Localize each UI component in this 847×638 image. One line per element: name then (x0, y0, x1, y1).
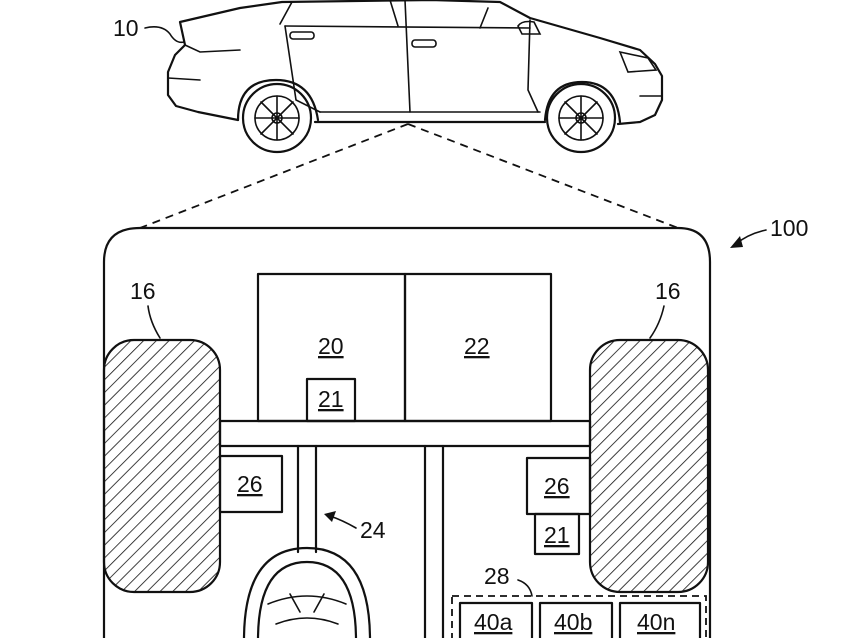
trunk-line (184, 44, 241, 53)
car-door-line (404, 0, 411, 113)
leader-vehicle (144, 26, 185, 44)
rear-door-handle (289, 31, 315, 40)
axle-bar (218, 419, 592, 448)
arrowhead-steering (324, 511, 336, 522)
module-40n (618, 601, 702, 638)
rear-spokes (254, 95, 300, 141)
label-wheel-left: 16 (130, 278, 156, 304)
projection-lines (139, 123, 679, 229)
car-rear-door-back (284, 25, 321, 113)
steering-column (296, 444, 318, 554)
chassis-outline (102, 226, 712, 638)
front-spokes (558, 95, 604, 141)
leader-steering (329, 515, 357, 529)
rear-tire (241, 82, 313, 154)
car-window-pillar (389, 0, 399, 27)
center-rails (423, 444, 445, 638)
label-system: 100 (770, 215, 808, 241)
steering-wheel (242, 546, 372, 638)
label-box-20: 20 (318, 333, 344, 359)
leader-group (517, 579, 533, 597)
box-26-left (218, 454, 284, 514)
label-module-40n: 40n (637, 609, 675, 635)
front-tire (545, 82, 617, 154)
front-door-handle (411, 39, 437, 48)
side-mirror (517, 20, 542, 35)
car-illustration (166, 0, 664, 154)
leader-wheel-left (147, 305, 161, 339)
leader-wheel-right (649, 305, 665, 339)
wheel-right (588, 338, 710, 594)
label-vehicle: 10 (113, 15, 139, 41)
car-body (166, 0, 664, 126)
label-26-right: 26 (544, 473, 570, 499)
car-front-door (527, 19, 539, 113)
label-module-40b: 40b (554, 609, 592, 635)
module-40b (538, 601, 614, 638)
label-26-left: 26 (237, 471, 263, 497)
label-21-right: 21 (544, 522, 570, 548)
wheel-left (102, 338, 222, 594)
label-steering: 24 (360, 517, 386, 543)
label-21-top: 21 (318, 386, 344, 412)
headlight (618, 50, 658, 73)
car-rear-arch (236, 78, 320, 122)
arrowhead-system (730, 236, 743, 248)
car-front-arch (543, 80, 622, 124)
car-window-rear (279, 1, 293, 25)
label-group: 28 (484, 563, 510, 589)
label-module-40a: 40a (474, 609, 513, 635)
group-28-dashed (451, 595, 707, 638)
box-22 (403, 272, 553, 423)
box-21-right (533, 512, 581, 556)
car-beltline (284, 25, 531, 29)
label-box-22: 22 (464, 333, 490, 359)
rear-bumper (167, 77, 201, 81)
car-front-window (479, 7, 489, 29)
label-wheel-right: 16 (655, 278, 681, 304)
module-40a (458, 601, 534, 638)
box-21-top (305, 377, 357, 423)
